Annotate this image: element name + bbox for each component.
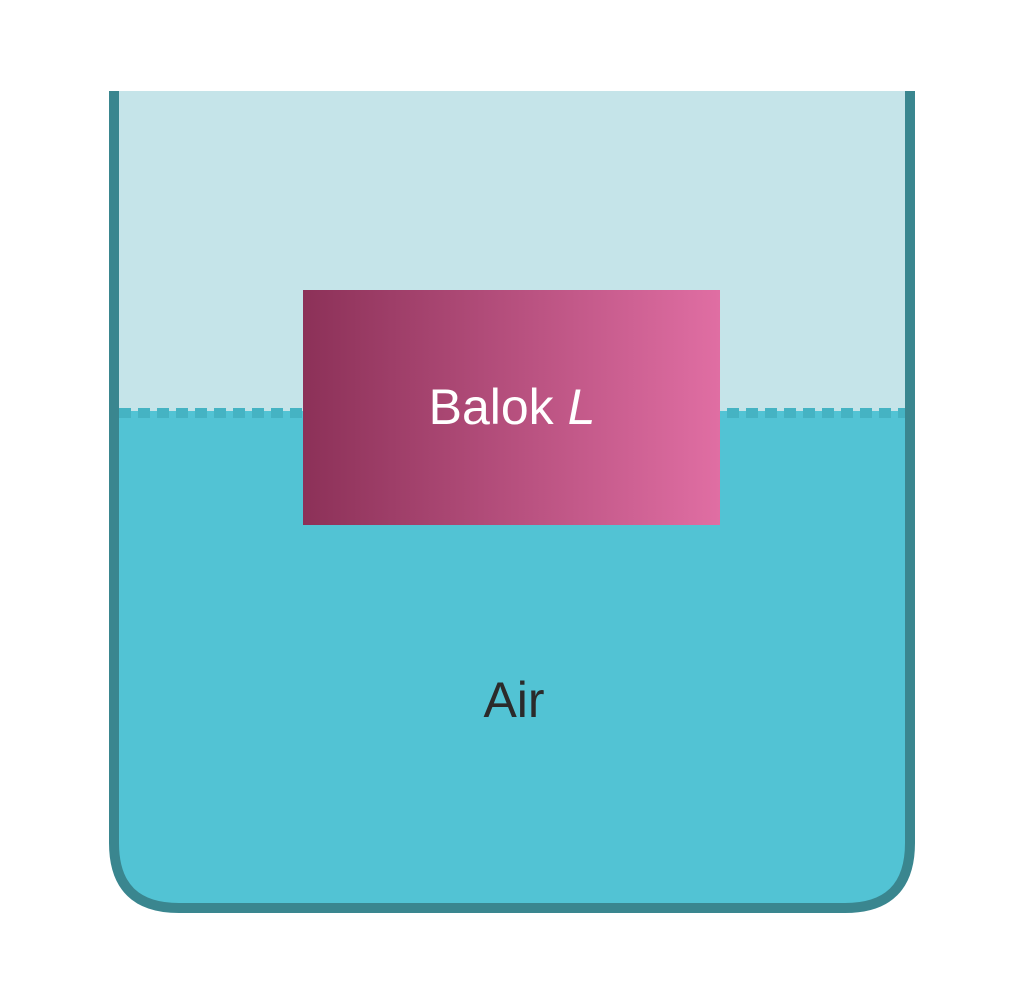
water-label: Air <box>483 672 544 728</box>
container-wall <box>109 91 915 913</box>
water-body <box>114 411 910 908</box>
block-label: Balok L <box>429 379 596 435</box>
block-l <box>303 290 720 525</box>
